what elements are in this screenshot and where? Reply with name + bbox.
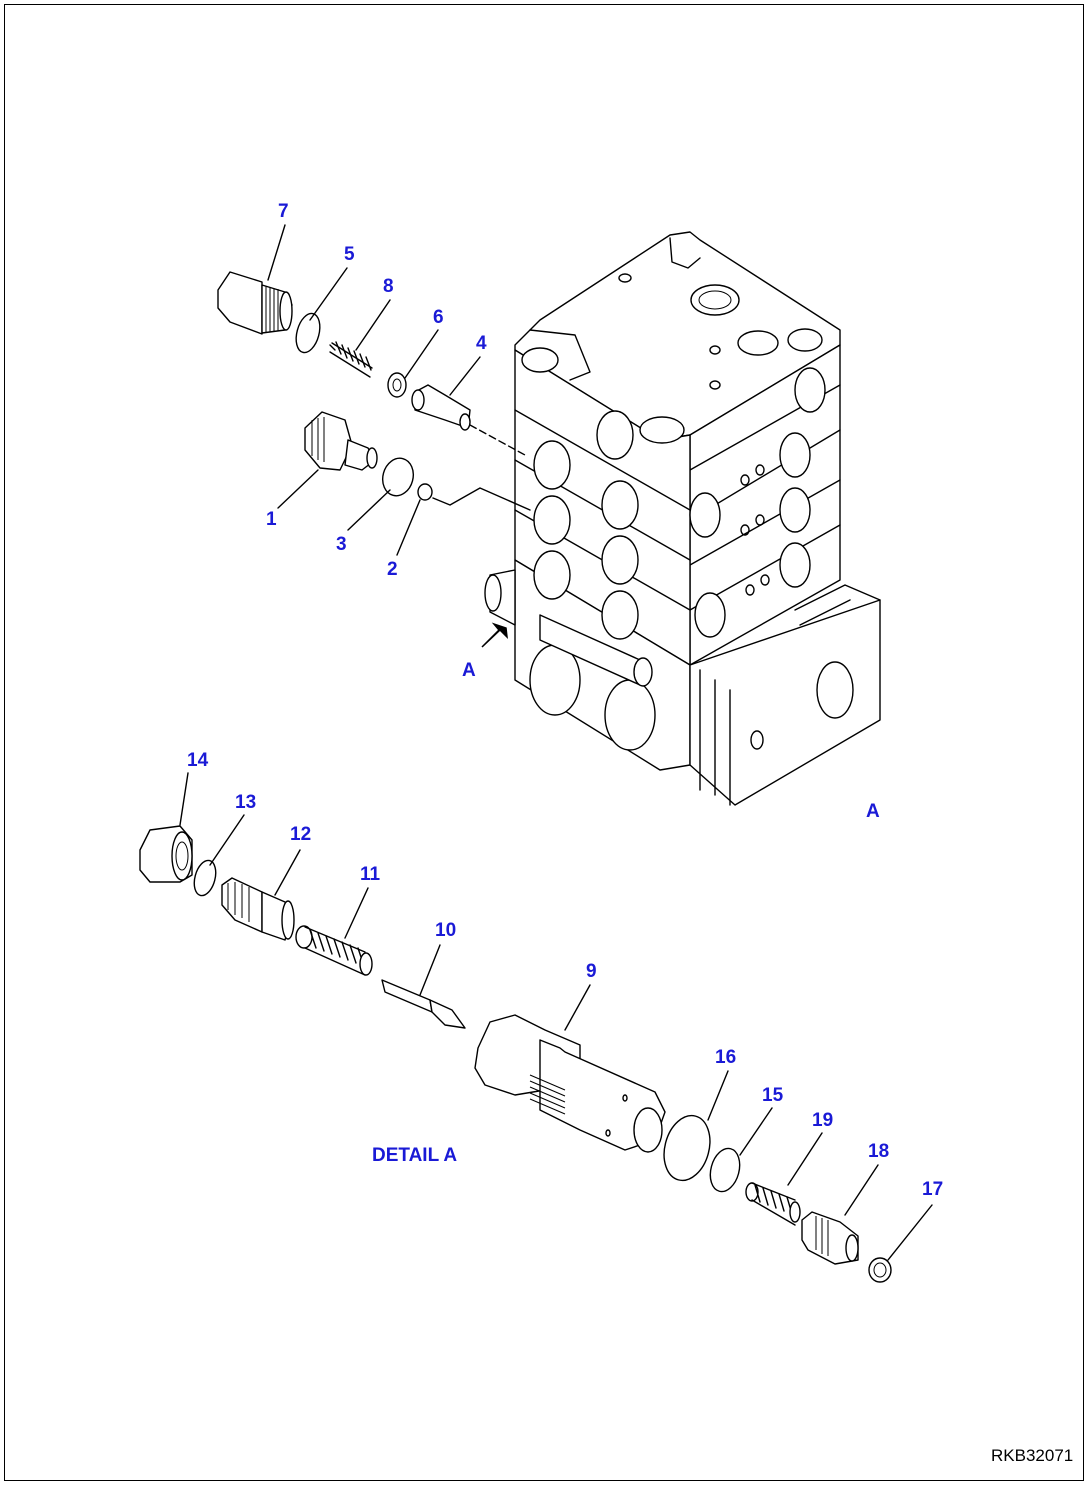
view-label: A (866, 801, 880, 822)
view-arrow-a: A (462, 622, 508, 681)
callout-4: 4 (476, 333, 487, 354)
callout-1: 1 (266, 509, 277, 530)
detail-label: DETAIL A (372, 1145, 457, 1166)
nut-14 (139, 825, 193, 883)
spring-11 (295, 925, 373, 976)
callout-6: 6 (433, 307, 444, 328)
callout-3: 3 (336, 534, 347, 555)
sleeve-9 (474, 1014, 666, 1153)
washer-6 (387, 372, 407, 398)
callout-7: 7 (278, 201, 289, 222)
o-ring-2 (417, 483, 433, 501)
callout-5: 5 (344, 244, 355, 265)
callout-2: 2 (387, 559, 398, 580)
view-arrow-label: A (462, 660, 476, 681)
plug-7 (217, 271, 293, 335)
pin-10 (381, 979, 466, 1029)
o-ring-3 (381, 457, 415, 497)
callout-17: 17 (922, 1179, 943, 1200)
snap-ring-17 (868, 1257, 892, 1283)
plug-18 (801, 1211, 859, 1265)
callout-11: 11 (360, 864, 381, 885)
plug-1 (304, 411, 378, 471)
adjust-screw-12 (221, 877, 295, 941)
o-ring-15 (709, 1147, 741, 1193)
callout-12: 12 (290, 824, 311, 845)
callout-18: 18 (868, 1141, 889, 1162)
spring-19 (745, 1182, 801, 1226)
callout-16: 16 (715, 1047, 736, 1068)
callout-19: 19 (812, 1110, 833, 1131)
callout-14: 14 (187, 750, 209, 771)
o-ring-16 (663, 1114, 711, 1182)
drawing-border (4, 4, 1084, 1481)
leader-lines (179, 224, 933, 1261)
drawing-reference-code: RKB32071 (991, 1446, 1073, 1465)
callout-15: 15 (762, 1085, 784, 1106)
callout-9: 9 (586, 961, 597, 982)
callout-labels: 7 5 8 6 4 1 3 2 14 13 12 11 10 9 16 15 1… (187, 201, 943, 1200)
control-valve-body (484, 231, 881, 806)
o-ring-5 (295, 312, 321, 354)
poppet-4 (411, 384, 471, 431)
callout-10: 10 (435, 920, 456, 941)
o-ring-13 (193, 859, 217, 897)
spring-8 (329, 341, 373, 378)
callout-8: 8 (383, 276, 394, 297)
callout-13: 13 (235, 792, 256, 813)
